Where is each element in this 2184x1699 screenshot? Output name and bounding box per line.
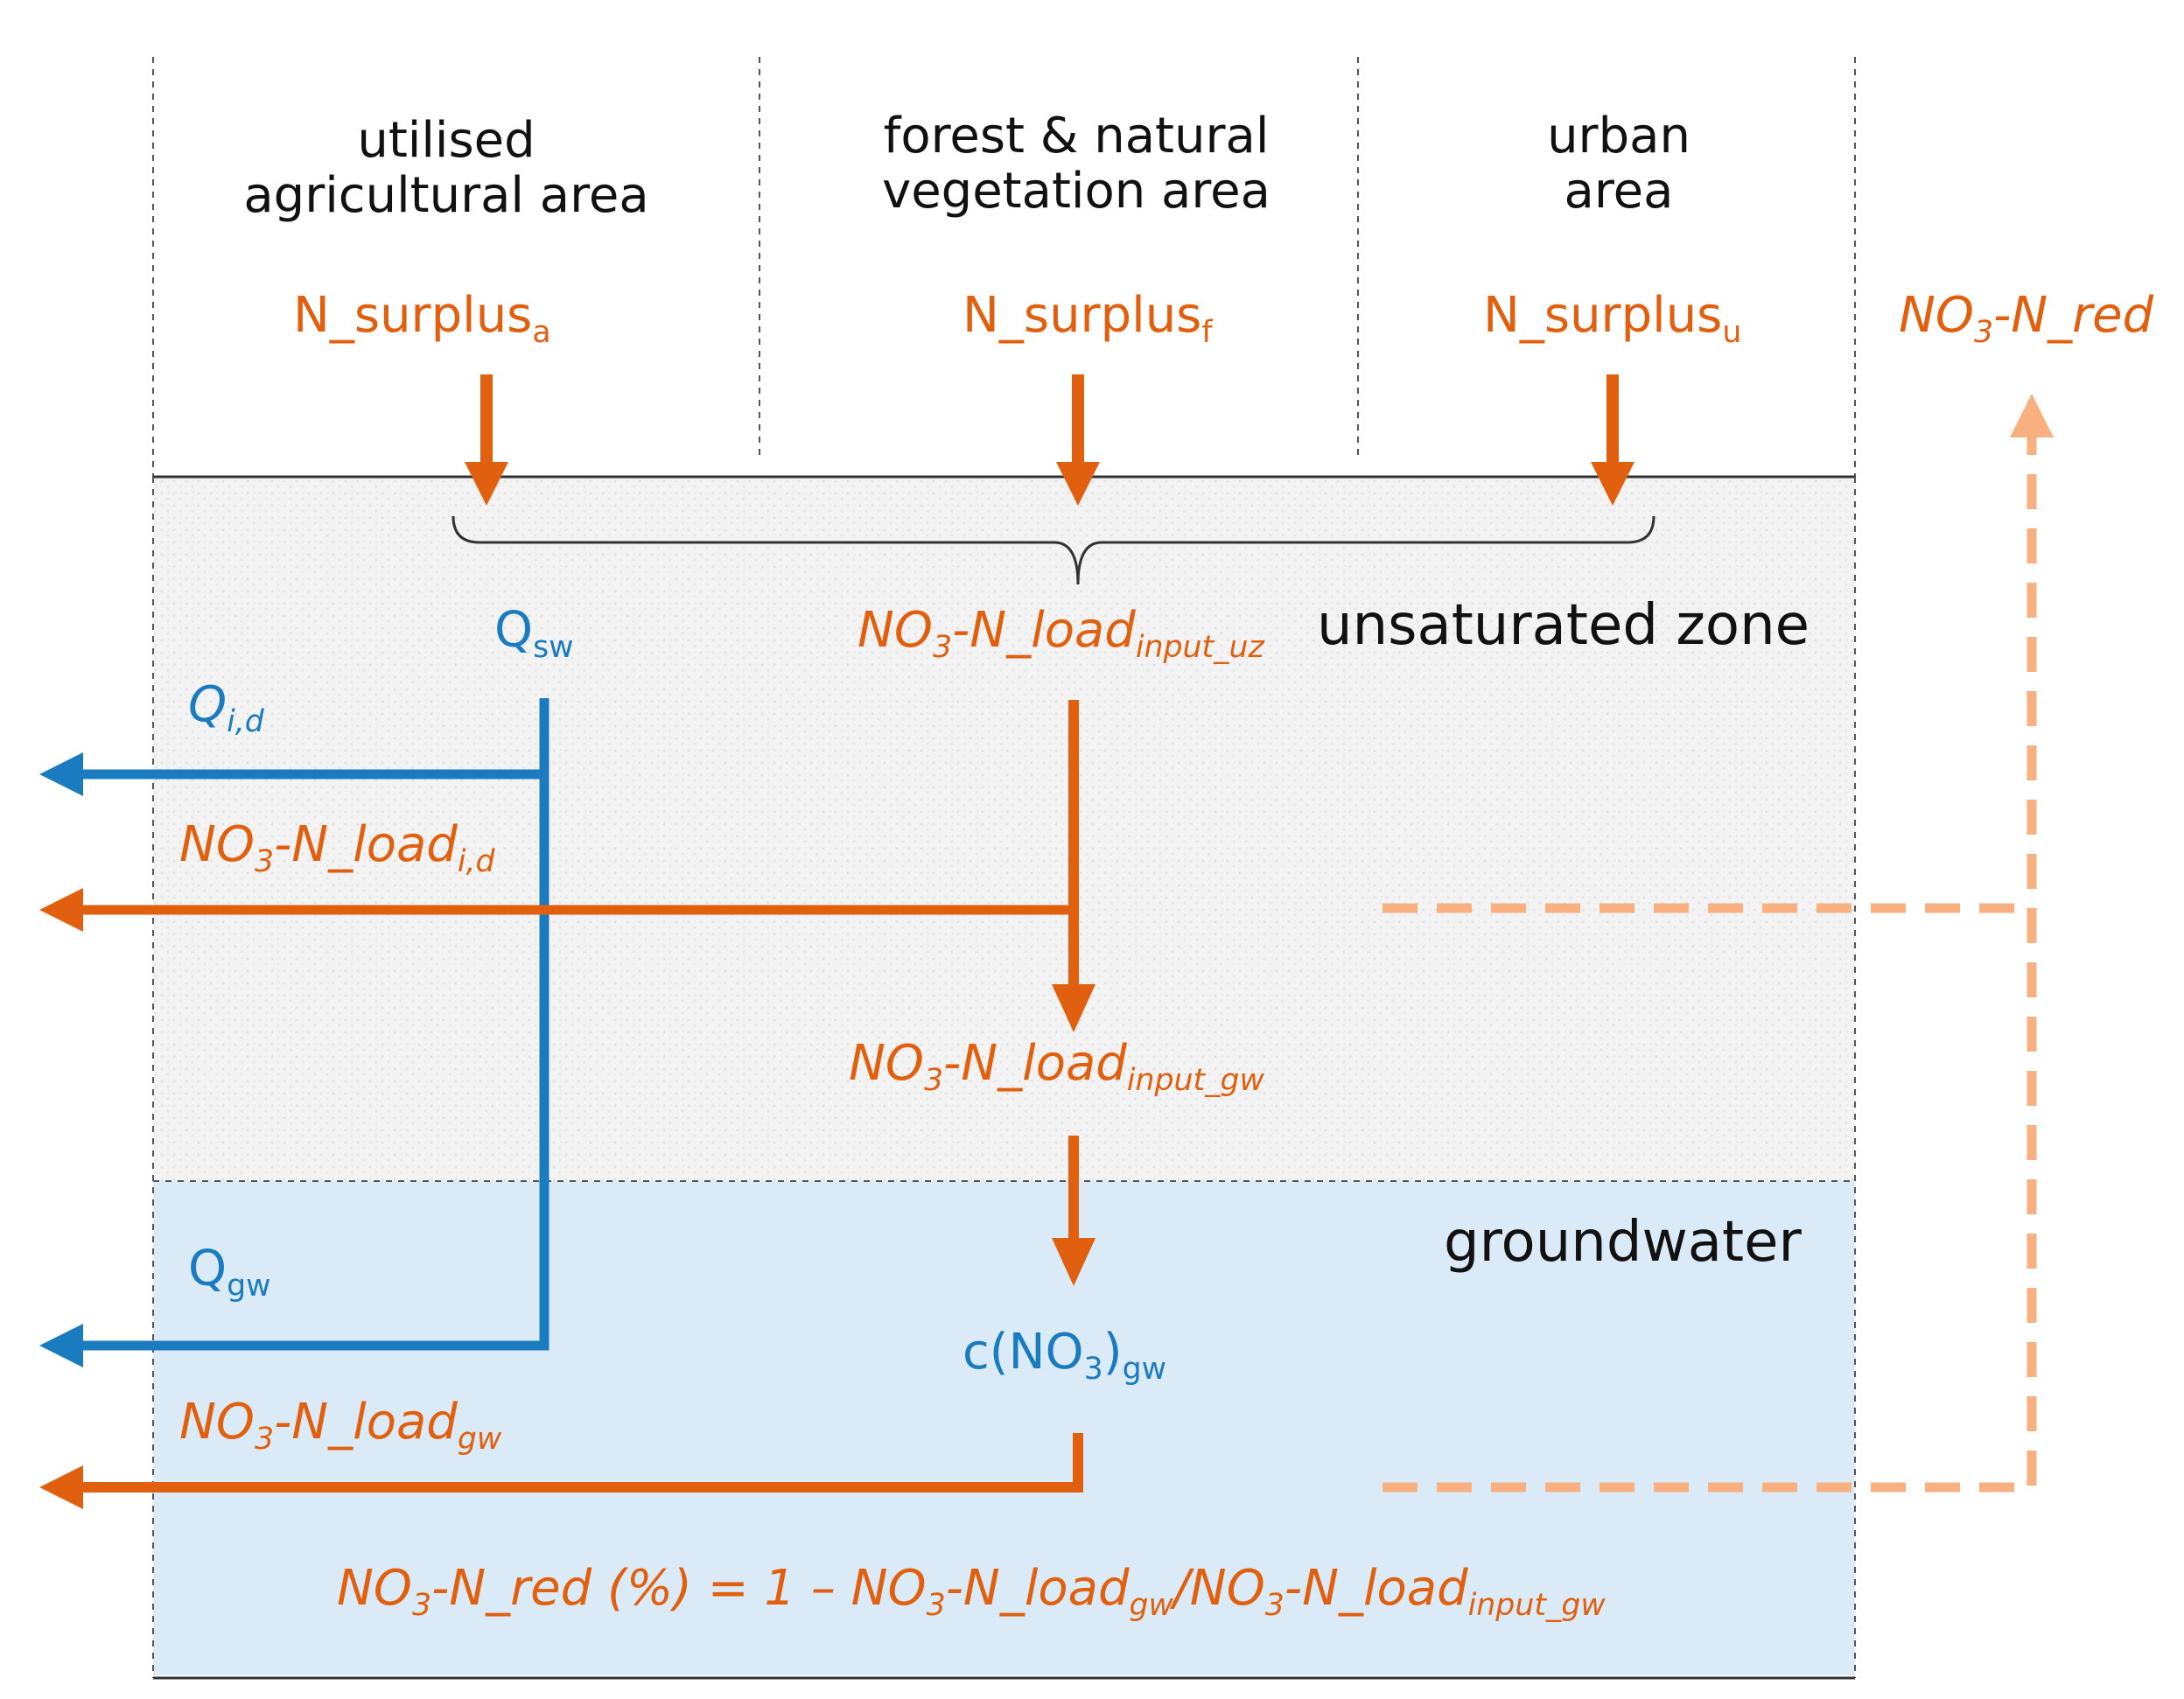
load-to-gw-arrowhead [1052,1238,1096,1286]
reduction-arrowhead [2010,394,2054,437]
column-header-forest: forest & natural vegetation area [862,108,1291,220]
groundwater-zone-area [153,1181,1855,1675]
n-surplus-u-base: N_surplus [1483,287,1723,344]
load-gw-s1: 3 [254,1422,275,1458]
urban-line1: urban [1547,108,1690,164]
n-surplus-u-sub: u [1722,315,1742,351]
formula-s4: 3 [1264,1588,1284,1624]
n-surplus-f: N_surplusf [962,287,1213,351]
n-surplus-a-base: N_surplus [293,287,533,344]
q-id-sub: i,d [227,704,264,740]
n-surplus-f-base: N_surplus [962,287,1202,344]
input-uz-b: -N_load [952,602,1136,659]
surplus-f-arrow [1056,374,1100,506]
red-a: NO [1899,287,1974,344]
domain-border [152,477,1856,1678]
surplus-a-arrow [465,374,508,506]
formula-s1: 3 [411,1588,432,1624]
load-id-a: NO [179,816,255,873]
n-surplus-a: N_surplusa [293,287,551,351]
formula-b: -N_red (%) = 1 – NO [431,1560,927,1617]
q-sw-base: Q [494,602,534,659]
input-uz-s2: input_uz [1135,630,1264,666]
formula-e: -N_load [1284,1560,1468,1617]
formula-s5: input_gw [1467,1588,1606,1624]
load-gw-outflow [74,1433,1083,1493]
q-gw-label: Qgw [188,1241,271,1304]
q-sw-sub: sw [533,630,574,666]
load-input-uz-label: NO3-N_loadinput_uz [858,602,1264,666]
formula-c: -N_load [945,1560,1130,1617]
load-gw-arrowhead [39,1465,83,1509]
red-s1: 3 [1973,315,1994,351]
load-input-gw-label: NO3-N_loadinput_gw [849,1035,1264,1099]
q-gw-base: Q [188,1241,228,1297]
column-separators [152,57,1856,477]
load-id-s1: 3 [254,844,275,880]
unsaturated-zone-area [153,477,1855,1181]
column-header-urban: urban area [1488,108,1750,220]
q-gw-sub: gw [227,1269,271,1304]
surplus-u-arrow [1591,374,1634,506]
agricultural-line2: agricultural area [243,166,649,224]
q-id-label: Qi,d [188,676,264,740]
column-header-agricultural: utilised agricultural area [236,112,656,224]
formula-d: /NO [1172,1560,1265,1617]
q-id-base: Q [188,676,228,733]
n-surplus-a-sub: a [532,315,551,351]
q-id-arrowhead [39,752,83,796]
input-uz-a: NO [858,602,933,659]
load-id-arrowhead [39,888,83,932]
surplus-arrows [465,374,1634,506]
input-gw-s2: input_gw [1126,1063,1264,1099]
summation-brace [452,515,1656,585]
forest-line2: vegetation area [882,162,1270,220]
forest-line1: forest & natural [883,108,1270,164]
load-id-s2: i,d [457,844,495,880]
conc-a: c(NO [962,1324,1084,1381]
input-uz-s1: 3 [932,630,953,666]
conc-s1: 3 [1083,1352,1103,1388]
load-input-gw-arrowhead [1052,984,1096,1032]
q-sw-label: Qsw [494,602,574,666]
formula-a: NO [337,1560,412,1617]
q-gw-arrowhead [39,1324,83,1367]
input-gw-b: -N_load [943,1035,1127,1092]
urban-line2: area [1564,162,1674,220]
groundwater-label: groundwater [1444,1210,1802,1275]
agricultural-line1: utilised [357,112,536,169]
formula-s3: gw [1129,1588,1173,1624]
conc-b: ) [1102,1324,1123,1381]
formula-s2: 3 [926,1588,946,1624]
load-gw-b: -N_load [274,1394,458,1451]
n-surplus-f-sub: f [1201,315,1213,351]
load-id-label: NO3-N_loadi,d [179,816,495,880]
no3-n-red-label: NO3-N_red [1899,287,2154,351]
n-surplus-u: N_surplusu [1483,287,1742,351]
input-gw-s1: 3 [923,1063,944,1099]
load-gw-s2: gw [457,1422,502,1458]
load-gw-a: NO [179,1394,255,1451]
unsaturated-zone-label: unsaturated zone [1317,593,1810,658]
input-gw-a: NO [849,1035,924,1092]
load-id-b: -N_load [274,816,458,873]
reduction-formula: NO3-N_red (%) = 1 – NO3-N_loadgw/NO3-N_l… [337,1560,1606,1624]
conc-s2: gw [1122,1352,1166,1388]
red-b: -N_red [1993,287,2154,344]
load-gw-label: NO3-N_loadgw [179,1395,501,1457]
load-flows [39,700,1096,1509]
no3-concentration-label: c(NO3)gw [962,1325,1166,1387]
